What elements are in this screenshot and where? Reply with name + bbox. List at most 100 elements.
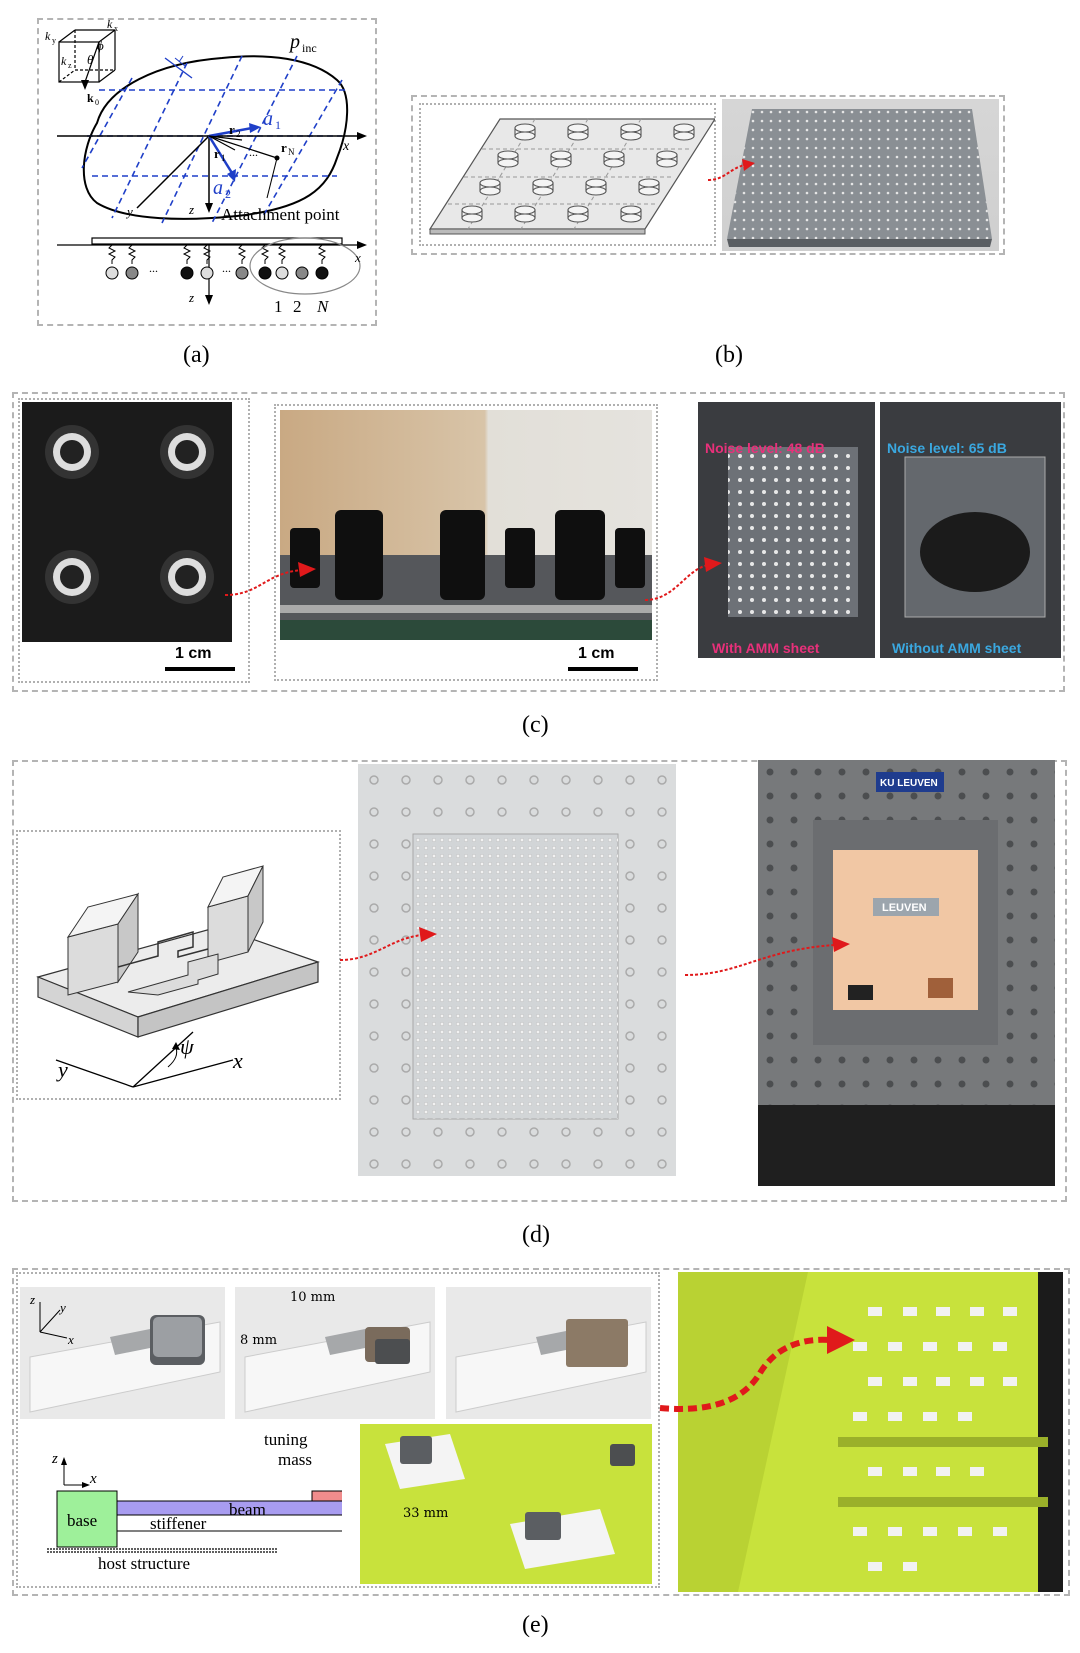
svg-text:inc: inc (302, 41, 317, 55)
panel-e-frame (12, 1268, 1070, 1596)
caption-d: (d) (522, 1222, 550, 1248)
svg-text:θ: θ (87, 52, 94, 67)
resonator-chain: ... ... (105, 244, 329, 280)
svg-text:stiffener: stiffener (150, 1514, 207, 1533)
pillar (620, 123, 642, 141)
svg-text:a: a (213, 177, 223, 199)
ku-leuven-sign: KU LEUVEN (880, 778, 938, 789)
svg-text:r: r (281, 140, 287, 155)
panel-b-photo (722, 99, 999, 251)
svg-text:...: ... (249, 145, 258, 159)
scale-label-mid: 1 cm (578, 645, 615, 662)
svg-text:...: ... (222, 261, 231, 275)
svg-text:y: y (56, 1057, 68, 1082)
pillar-row (290, 510, 645, 600)
svg-text:x: x (232, 1048, 243, 1073)
photo-tvac-on-host (360, 1424, 652, 1584)
panel-e-left-frame (16, 1272, 660, 1588)
panel-c-mid-frame (274, 404, 658, 681)
dim-33mm: 33 mm (403, 1506, 449, 1521)
photo-resonator-side (280, 410, 652, 640)
pillar (514, 123, 536, 141)
panel-d-left-frame (16, 830, 341, 1100)
panel-e-arrow (659, 1326, 855, 1412)
svg-text:ψ: ψ (180, 1034, 194, 1059)
pillar (567, 205, 589, 223)
photo-tvac-1 (20, 1287, 225, 1419)
panel-b-frame (411, 95, 1005, 255)
pillar (656, 150, 678, 168)
pillar (479, 178, 501, 196)
photo-box-with-amm (698, 402, 875, 658)
without-amm-label: Without AMM sheet (892, 640, 1022, 656)
svg-text:z: z (51, 1451, 58, 1467)
with-amm-label: With AMM sheet (712, 640, 820, 656)
caption-b: (b) (715, 342, 743, 368)
panel-d-arrow-2 (684, 937, 850, 976)
photo-resonator-top (22, 402, 232, 642)
svg-text:2: 2 (236, 129, 241, 139)
scale-label-left: 1 cm (175, 645, 212, 662)
svg-text:k: k (45, 29, 51, 43)
panel-a-frame (37, 18, 377, 326)
svg-text:tuning: tuning (264, 1430, 308, 1449)
photo-tvac-2 (235, 1287, 435, 1419)
svg-text:r: r (229, 122, 235, 137)
rings (45, 425, 214, 604)
pillar (585, 178, 607, 196)
panel-d-unit-cell: y x ψ (36, 865, 320, 1088)
svg-text:2: 2 (225, 187, 231, 201)
scale-bar-left (165, 667, 235, 671)
svg-text:ϕ: ϕ (97, 38, 104, 53)
svg-text:x: x (342, 139, 350, 154)
panel-b-sketch (428, 118, 715, 235)
svg-text:a: a (263, 108, 273, 130)
svg-text:1: 1 (275, 118, 281, 132)
photo-tvac-3 (446, 1287, 651, 1419)
svg-text:z: z (188, 290, 194, 305)
pillar (461, 205, 483, 223)
svg-text:k: k (87, 91, 94, 105)
pillar (550, 150, 572, 168)
svg-text:1: 1 (221, 153, 226, 163)
svg-text:p: p (288, 31, 300, 53)
pillar (673, 123, 695, 141)
panel-a-diagram: p inc x y z a 1 a 2 r 2 r 1 r N ... Atta… (45, 18, 367, 316)
pillar (620, 205, 642, 223)
svg-text:N: N (316, 297, 330, 316)
svg-text:y: y (58, 1300, 66, 1315)
panel-e-photo-axes: z y x (29, 1292, 74, 1347)
svg-text:...: ... (149, 261, 158, 275)
svg-text:x: x (89, 1471, 97, 1487)
photo-box-without-amm (880, 402, 1061, 658)
svg-text:0: 0 (95, 98, 99, 107)
svg-text:y: y (52, 36, 56, 45)
pillar (567, 123, 589, 141)
svg-text:z: z (188, 202, 194, 217)
panel-d-arrow-1 (339, 927, 437, 961)
panel-c-arrow-2 (644, 557, 722, 601)
svg-text:beam: beam (229, 1500, 266, 1519)
plate-outline (82, 55, 349, 220)
svg-text:mass: mass (278, 1450, 312, 1469)
scale-bar-mid (568, 667, 638, 671)
photo-amm-panel (358, 764, 676, 1176)
svg-text:host structure: host structure (98, 1554, 190, 1573)
panel-c-arrow-1 (224, 562, 316, 596)
pillars (461, 123, 695, 223)
svg-text:k: k (107, 18, 113, 31)
noise-without-label: Noise level: 65 dB (887, 440, 1007, 456)
caption-e: (e) (522, 1612, 549, 1638)
pillar (532, 178, 554, 196)
dim-8mm: 8 mm (240, 1333, 278, 1348)
photo-test-chamber (758, 760, 1055, 1186)
svg-text:base: base (67, 1511, 97, 1530)
caption-c: (c) (522, 712, 549, 738)
wavevector-cube (58, 29, 116, 83)
svg-text:z: z (68, 61, 72, 70)
tvac-array (853, 1307, 1017, 1571)
svg-text:r: r (214, 146, 220, 161)
noise-with-label: Noise level: 48 dB (705, 440, 825, 456)
pillar (514, 205, 536, 223)
svg-text:z: z (29, 1292, 35, 1307)
